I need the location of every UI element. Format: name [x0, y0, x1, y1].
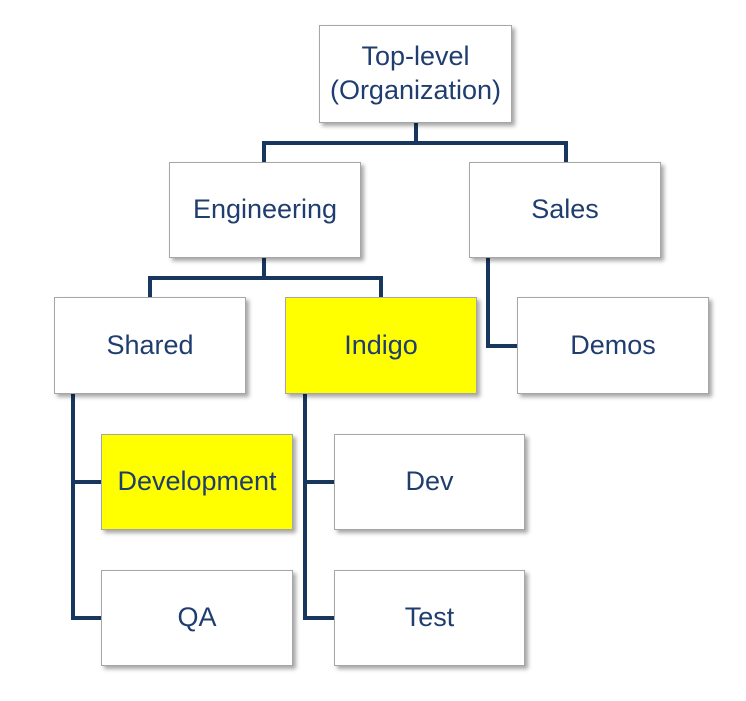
connector-top-branch: [262, 141, 568, 162]
node-development-label: Development: [117, 466, 277, 497]
node-indigo-label: Indigo: [344, 329, 418, 360]
node-development: Development: [101, 434, 293, 530]
node-qa-label: QA: [177, 602, 217, 633]
node-indigo: Indigo: [285, 297, 477, 394]
node-sales-label: Sales: [531, 194, 599, 225]
node-demos: Demos: [517, 297, 709, 394]
node-test-label: Test: [404, 602, 455, 633]
node-top-level-label: Top-level (Organization): [329, 41, 502, 105]
node-top-level: Top-level (Organization): [319, 25, 512, 123]
node-dev-label: Dev: [405, 466, 454, 497]
connector-engineering-branch: [148, 276, 383, 297]
node-shared-label: Shared: [106, 329, 194, 360]
node-shared: Shared: [54, 297, 246, 394]
node-qa: QA: [101, 570, 293, 666]
node-engineering-label: Engineering: [192, 194, 338, 225]
node-dev: Dev: [334, 434, 525, 530]
node-engineering: Engineering: [169, 162, 361, 258]
connector-indigo-children: [303, 394, 334, 620]
node-demos-label: Demos: [570, 329, 656, 360]
node-test: Test: [334, 570, 525, 666]
node-sales: Sales: [469, 162, 661, 258]
connector-sales-demos: [486, 258, 517, 348]
connector-shared-children: [71, 394, 101, 620]
